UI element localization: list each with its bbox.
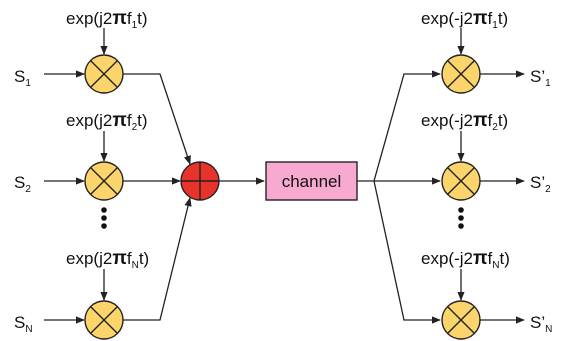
modulator-2: exp(j2πf2t) S2 [14, 110, 148, 201]
demodulator-n: exp(-j2πfNt) S’N [421, 248, 552, 340]
tx-osc-label-1: exp(j2πf1t) [66, 8, 148, 31]
demodulator-2: exp(-j2πf2t) S’2 [421, 110, 551, 201]
rx-osc-label-2: exp(-j2πf2t) [421, 110, 508, 133]
channel-block: channel [265, 161, 358, 201]
mixer-icon [441, 300, 481, 340]
output-label-sn: S’N [530, 313, 552, 335]
split-to-demod1-line [373, 70, 441, 182]
rx-osc-label-n: exp(-j2πfNt) [421, 248, 510, 271]
mixer-icon [441, 161, 481, 201]
tx-osc-label-n: exp(j2πfNt) [66, 248, 149, 271]
rx-osc-label-1: exp(-j2πf1t) [421, 8, 508, 31]
tx-ellipsis [101, 207, 107, 229]
demodulator-1: exp(-j2πf1t) S’1 [421, 8, 551, 94]
mixer-icon [84, 300, 124, 340]
adder-icon [180, 161, 220, 201]
mixer-icon [441, 54, 481, 94]
channel-box [265, 161, 358, 201]
mixer1-to-adder-line [123, 73, 191, 165]
mixer-icon [84, 161, 124, 201]
input-label-s1: S1 [14, 67, 31, 89]
rx-ellipsis [458, 207, 464, 229]
split-to-demodn-line [373, 180, 441, 324]
modulator-n: exp(j2πfNt) SN [14, 248, 149, 340]
input-label-s2: S2 [14, 173, 31, 195]
mixer-icon [84, 54, 124, 94]
mixern-to-adder-line [123, 197, 192, 321]
output-label-s1: S’1 [530, 67, 551, 89]
modulator-1: exp(j2πf1t) S1 [14, 8, 148, 94]
tx-osc-label-2: exp(j2πf2t) [66, 110, 148, 133]
output-label-s2: S’2 [530, 173, 551, 195]
input-label-sn: SN [14, 313, 33, 335]
channel-label: channel [282, 172, 342, 191]
